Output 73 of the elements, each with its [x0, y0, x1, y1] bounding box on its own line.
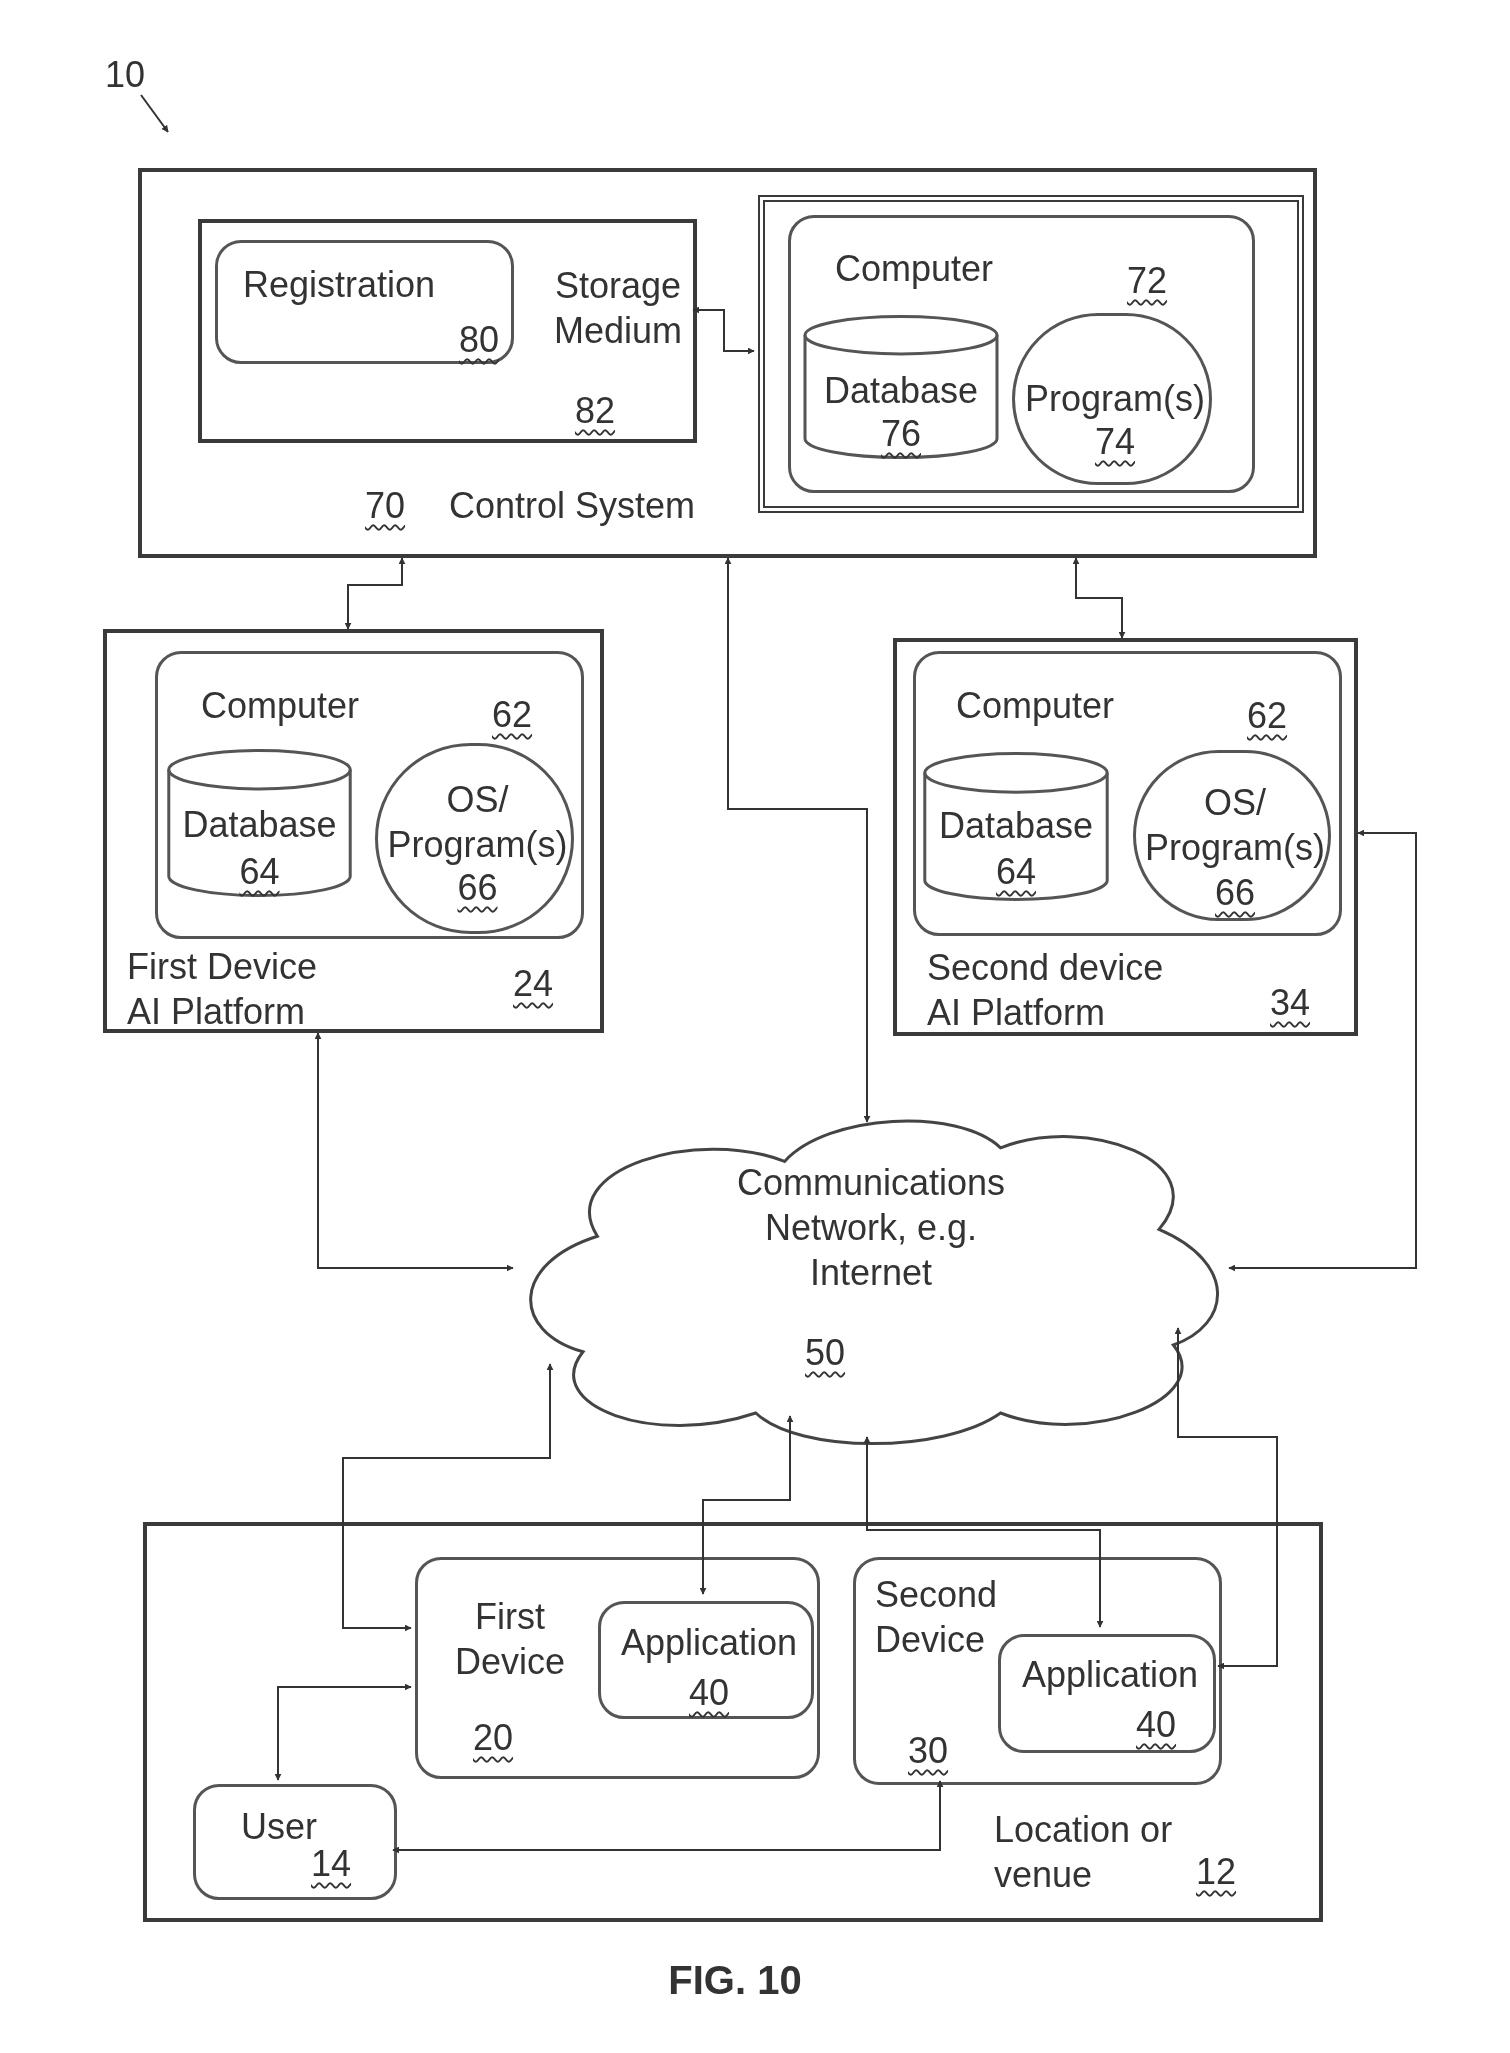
- reference-number: 82: [575, 389, 617, 433]
- node-label: Registration: [243, 263, 437, 307]
- database-cylinder: [801, 315, 1001, 459]
- database-cylinder: [165, 749, 354, 897]
- connector-arrow: [314, 1032, 514, 1272]
- database-cylinder: [921, 752, 1111, 901]
- rounded-box: [913, 651, 1342, 936]
- leader-arrow: [140, 94, 169, 133]
- reference-number: 62: [492, 693, 534, 737]
- node-label: Computer: [201, 684, 361, 728]
- node-label: Database: [822, 369, 980, 413]
- node-label: OS/ Program(s): [1144, 781, 1326, 870]
- node-label: Control System: [449, 484, 697, 528]
- reference-number: 66: [1213, 871, 1256, 915]
- node-label: Application: [619, 1621, 799, 1665]
- rounded-box: [788, 215, 1255, 493]
- connector-arrow: [1072, 557, 1126, 639]
- reference-number: 64: [994, 850, 1037, 894]
- node-label: Storage Medium: [552, 264, 683, 353]
- reference-number: 70: [365, 484, 407, 528]
- rounded-box: [155, 651, 584, 939]
- system-box: [138, 168, 1317, 558]
- node-label: Computer: [956, 684, 1116, 728]
- node-label: Application: [1020, 1653, 1200, 1697]
- reference-number: 24: [513, 962, 555, 1006]
- reference-number: 30: [908, 1729, 950, 1773]
- node-label: Communications Network, e.g. Internet: [735, 1161, 1007, 1295]
- connector-arrow: [274, 1683, 412, 1781]
- connector-arrow: [692, 306, 755, 355]
- reference-number: 80: [459, 318, 501, 362]
- system-box: [143, 1522, 1323, 1922]
- figure-caption: FIG. 10: [667, 1957, 803, 2004]
- system-box: [103, 629, 604, 1033]
- system-box: [198, 219, 697, 443]
- reference-number: 20: [473, 1716, 515, 1760]
- connector-arrow: [342, 1363, 554, 1632]
- node-label: First Device AI Platform: [127, 945, 319, 1034]
- connector-arrow: [1174, 1327, 1278, 1670]
- node-label: Database: [937, 804, 1095, 848]
- connector-arrow: [344, 557, 406, 630]
- reference-number: 34: [1270, 981, 1312, 1025]
- reference-number: 76: [879, 412, 922, 456]
- node-label: OS/ Program(s): [386, 778, 569, 867]
- reference-number: 72: [1127, 259, 1169, 303]
- rounded-box: [598, 1601, 814, 1719]
- node-label: Second Device: [875, 1573, 999, 1662]
- node-label: Second device AI Platform: [927, 946, 1165, 1035]
- rounded-box: [193, 1784, 397, 1900]
- rounded-box: [215, 240, 514, 364]
- reference-number: 10: [105, 55, 146, 95]
- node-label: Database: [181, 803, 338, 847]
- reference-number: 40: [687, 1671, 730, 1715]
- node-label: First Device: [453, 1595, 566, 1684]
- reference-number: 74: [1093, 420, 1136, 464]
- rounded-box: [998, 1634, 1216, 1753]
- connector-arrow: [699, 1415, 794, 1595]
- reference-number: 62: [1247, 694, 1289, 738]
- reference-number: 12: [1196, 1850, 1238, 1894]
- reference-number: 40: [1136, 1703, 1178, 1747]
- double-border-box: [758, 195, 1304, 513]
- reference-number: 50: [805, 1331, 847, 1375]
- node-label: Program(s): [1024, 377, 1206, 421]
- rounded-box: [853, 1557, 1222, 1785]
- rounded-box: [415, 1557, 820, 1779]
- reference-number: 66: [456, 866, 499, 910]
- node-label: Computer: [835, 247, 995, 291]
- reference-number: 64: [238, 850, 281, 894]
- connector-arrow: [863, 1436, 1104, 1628]
- node-label: Location or venue: [994, 1808, 1174, 1897]
- connector-arrow: [392, 1780, 944, 1854]
- system-box: [893, 638, 1358, 1036]
- connector-arrow: [724, 557, 871, 1123]
- connector-arrow: [1228, 829, 1417, 1272]
